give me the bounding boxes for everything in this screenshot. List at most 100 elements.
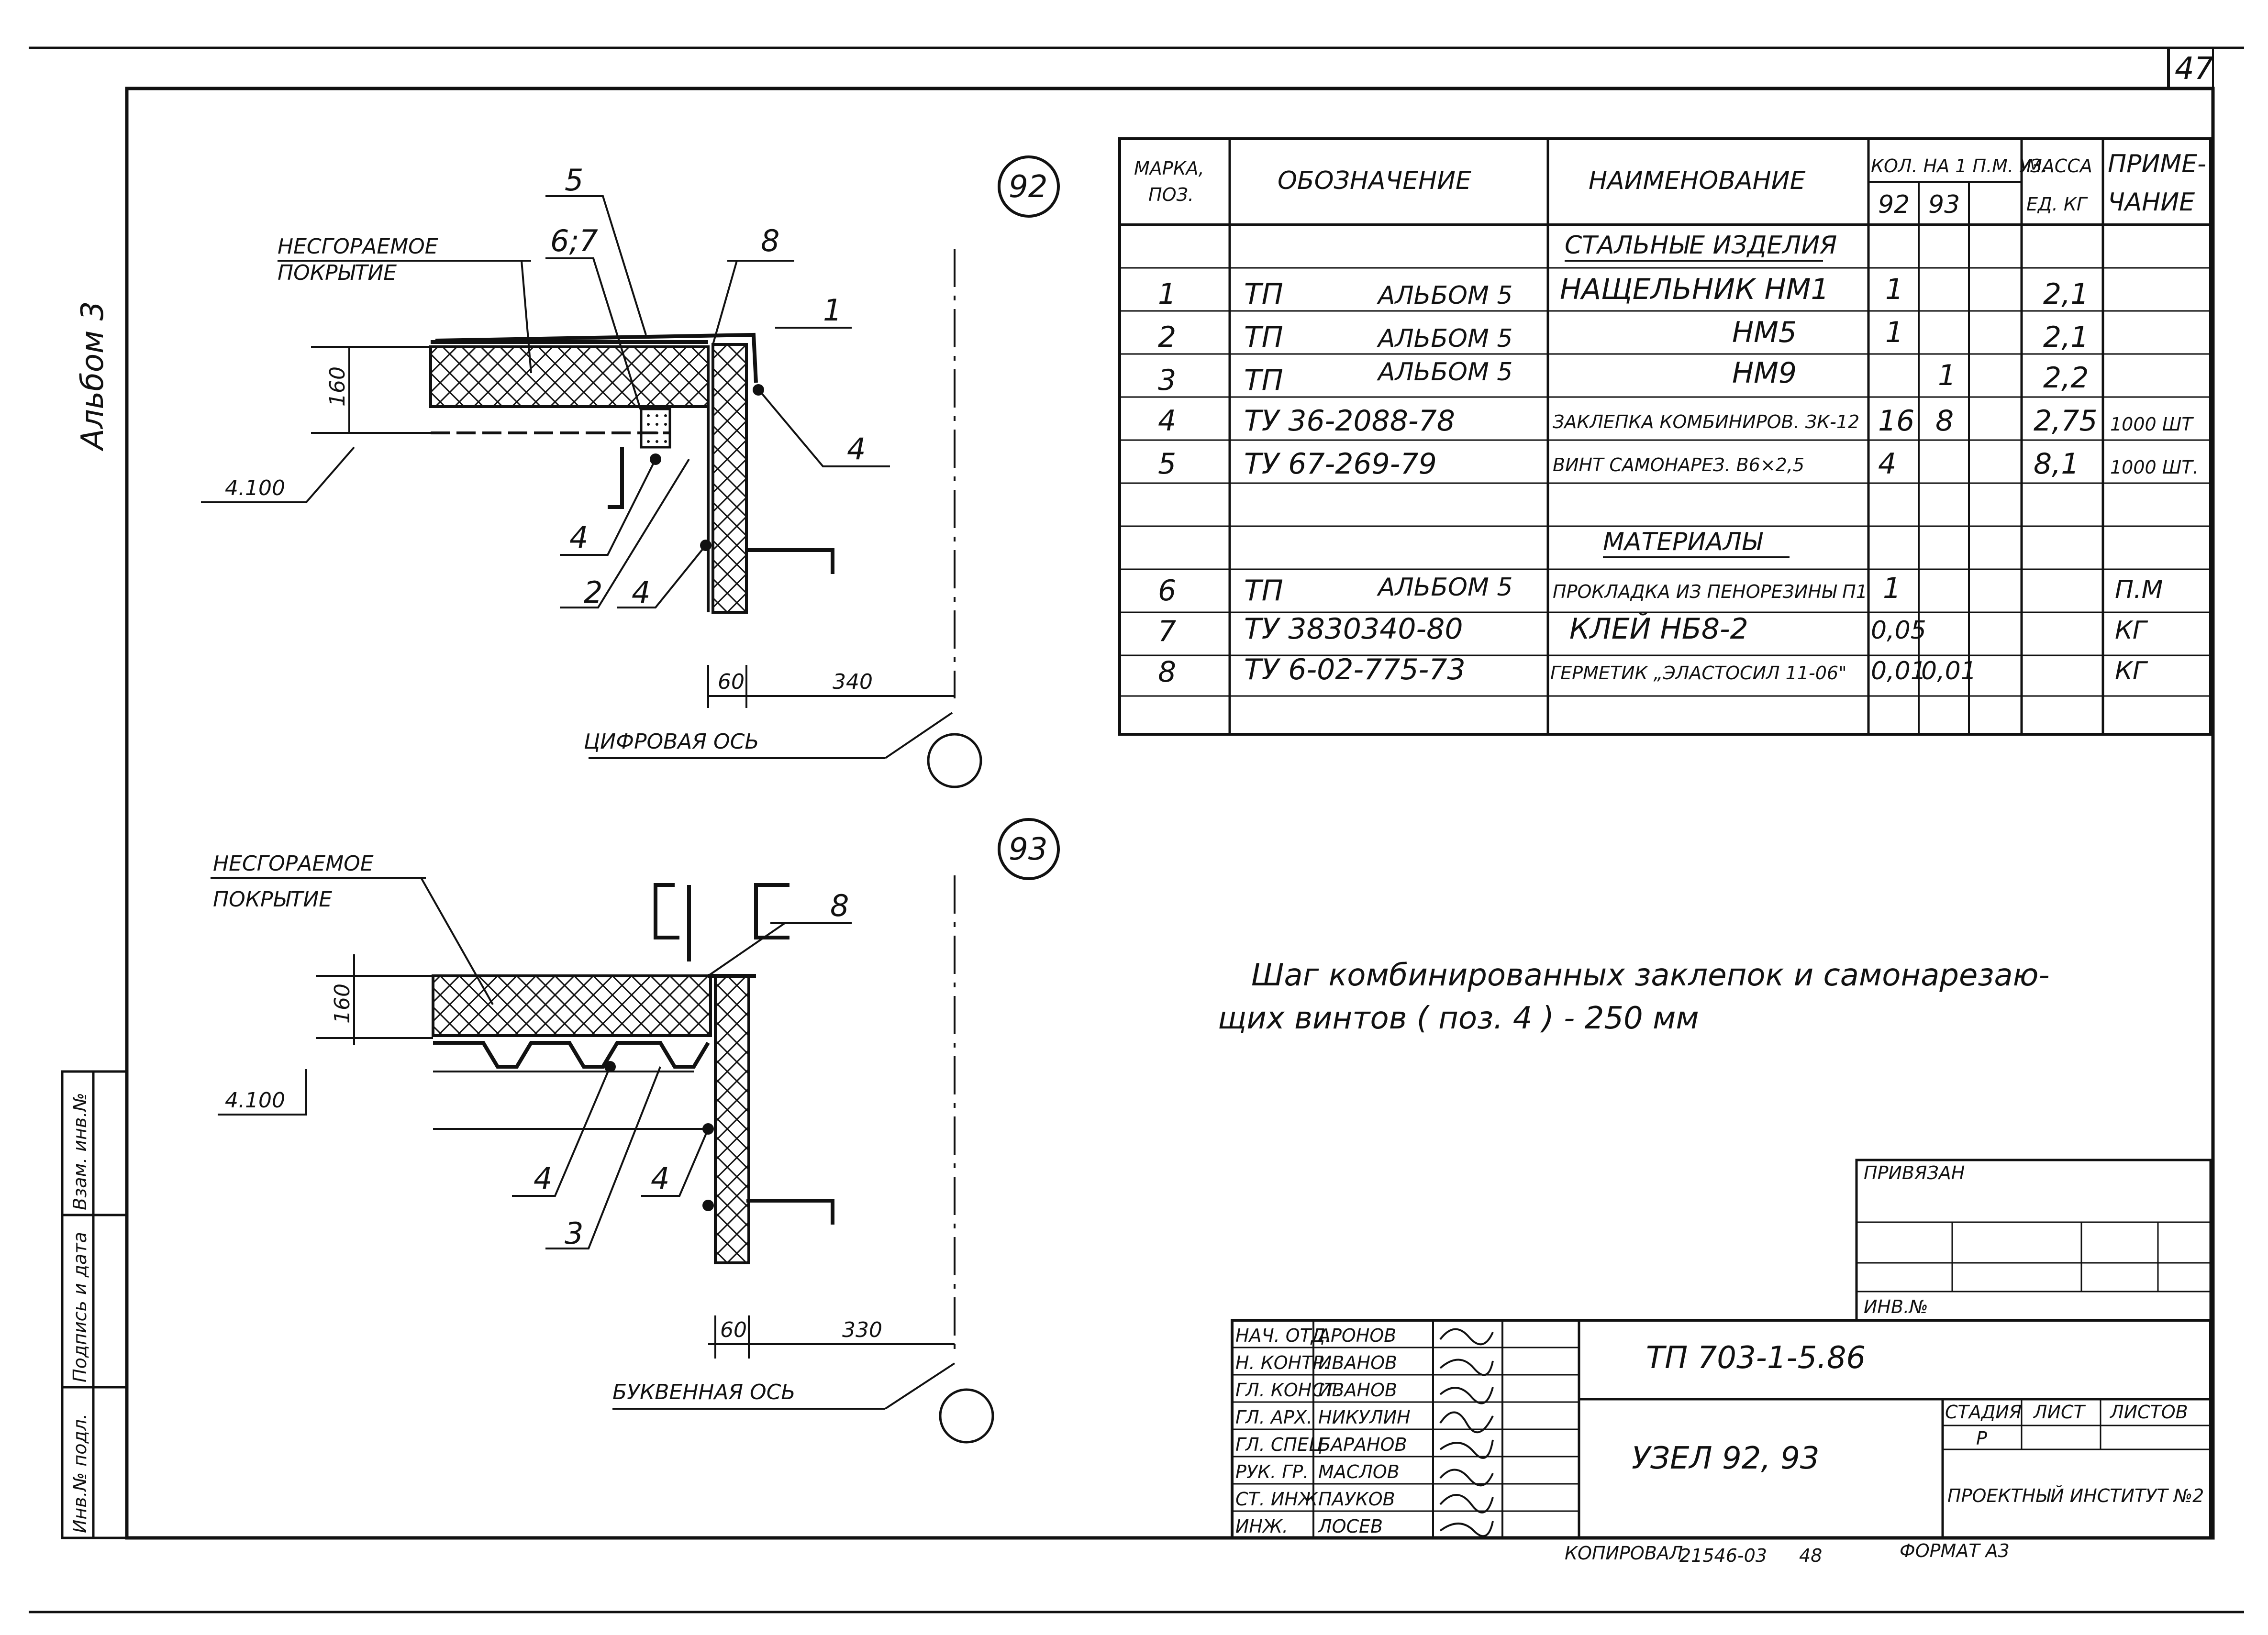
role: СТ. ИНЖ. <box>1235 1489 1323 1510</box>
node-93-callout-3: 3 <box>565 1216 583 1251</box>
name: ИВАНОВ <box>1318 1380 1397 1401</box>
table-row: 7 ТУ 3830340-80 КЛЕЙ НБ8-2 0,05 КГ <box>1158 612 2148 648</box>
cell-q92: 1 <box>1885 273 1903 306</box>
binding-title: ПРИВЯЗАН <box>1864 1162 1965 1183</box>
album-label: Альбом 3 <box>75 301 111 452</box>
role: НАЧ. ОТД. <box>1235 1325 1331 1346</box>
note-line-2: щих винтов ( поз. 4 ) - 250 мм <box>1218 1001 1699 1036</box>
node-92-callout-5: 5 <box>565 163 583 198</box>
node-93-callout-4-left: 4 <box>534 1161 552 1196</box>
col-header-note-2: ЧАНИЕ <box>2108 188 2195 217</box>
cell-name: ЗАКЛЕПКА КОМБИНИРОВ. ЗК-12 <box>1553 411 1859 432</box>
cell-pos: 1 <box>1158 277 1176 311</box>
footer-format: ФОРМАТ А3 <box>1900 1540 2010 1561</box>
flashing-92 <box>435 332 758 383</box>
role: Н. КОНТР. <box>1235 1352 1329 1373</box>
cell-mass: 2,1 <box>2043 320 2089 354</box>
wall-panel-92 <box>712 343 748 614</box>
node-92-dim-right: 340 <box>833 670 873 694</box>
cell-pos: 6 <box>1158 574 1176 608</box>
node-92-covering-line2: ПОКРЫТИЕ <box>278 261 397 285</box>
col-header-qty-93: 93 <box>1928 190 1960 219</box>
gasket-92 <box>640 408 671 449</box>
node-92-callout-4-bottom: 4 <box>632 575 650 610</box>
col-header-mark-1: МАРКА, <box>1134 158 1204 179</box>
table-row: 6 ТП АЛЬБОМ 5 ПРОКЛАДКА ИЗ ПЕНОРЕЗИНЫ П1… <box>1158 572 2163 608</box>
cell-q92: 1 <box>1885 316 1903 349</box>
table-row: 1 ТП АЛЬБОМ 5 НАЩЕЛЬНИК НМ1 1 2,1 <box>1158 273 2089 311</box>
axis-marker-93 <box>939 1388 994 1444</box>
cell-mass: 2,2 <box>2043 361 2089 395</box>
section-materials: МАТЕРИАЛЫ <box>1603 528 1763 556</box>
node-93-axis-label: БУКВЕННАЯ ОСЬ <box>612 1380 796 1404</box>
cell-note: КГ <box>2115 616 2148 645</box>
node-92-number: 92 <box>1009 169 1047 205</box>
cell-name: ВИНТ САМОНАРЕЗ. В6×2,5 <box>1553 454 1804 475</box>
role: ИНЖ. <box>1235 1516 1288 1537</box>
table-row: 3 ТП АЛЬБОМ 5 НМ9 1 2,2 <box>1158 356 2089 397</box>
footer-num: 48 <box>1799 1545 1822 1566</box>
col-header-note-1: ПРИМЕ- <box>2108 150 2206 178</box>
cell-name: НМ9 <box>1732 356 1797 390</box>
node-92-callout-8: 8 <box>761 223 779 258</box>
node-93-callout-8: 8 <box>830 888 849 923</box>
cell-q93: 1 <box>1938 359 1956 392</box>
node-93-callout-4-right: 4 <box>651 1161 669 1196</box>
cell-doc: ТП <box>1244 277 1283 311</box>
col-header-mass-2: ЕД. КГ <box>2026 194 2088 215</box>
node-93-covering-line1: НЕСГОРАЕМОЕ <box>213 851 374 876</box>
node-93-detail: 93 160 4.100 60 330 БУКВЕННАЯ ОСЬ <box>211 818 1060 1444</box>
cell-name: КЛЕЙ НБ8-2 <box>1569 612 1748 646</box>
name: НИКУЛИН <box>1318 1407 1411 1428</box>
cell-note: П.М <box>2115 575 2163 604</box>
sheets-label: ЛИСТОВ <box>2109 1402 2188 1423</box>
cell-q92: 4 <box>1878 447 1896 481</box>
cell-q92: 1 <box>1883 572 1901 605</box>
node-92-axis-label: ЦИФРОВАЯ ОСЬ <box>584 729 759 754</box>
section-steel: СТАЛЬНЫЕ ИЗДЕЛИЯ <box>1565 231 1837 260</box>
node-93-covering-line2: ПОКРЫТИЕ <box>213 887 332 912</box>
node-92-callout-1: 1 <box>823 293 842 328</box>
wall-panel-93 <box>714 974 750 1264</box>
cell-mass: 2,1 <box>2043 277 2089 311</box>
cell-pos: 2 <box>1158 320 1176 354</box>
cell-mass: 8,1 <box>2034 447 2079 481</box>
cell-doc: ТУ 67-269-79 <box>1244 447 1437 481</box>
sheet-label: ЛИСТ <box>2033 1402 2086 1423</box>
side-stamp-inv: Инв.№ подл. <box>69 1414 90 1533</box>
sheet-frame <box>29 46 2244 1613</box>
node-93-dim-left: 60 <box>720 1318 747 1342</box>
node-93-dim-right: 330 <box>842 1318 882 1342</box>
name: АРОНОВ <box>1317 1325 1396 1346</box>
node-92-callout-4-left: 4 <box>569 520 588 555</box>
cell-note: 1000 ШТ. <box>2110 457 2199 478</box>
cell-q92: 0,05 <box>1871 616 1926 645</box>
table-row: 4 ТУ 36-2088-78 ЗАКЛЕПКА КОМБИНИРОВ. ЗК-… <box>1158 404 2194 438</box>
table-row: 5 ТУ 67-269-79 ВИНТ САМОНАРЕЗ. В6×2,5 4 … <box>1158 447 2199 481</box>
name: ЛОСЕВ <box>1317 1516 1383 1537</box>
col-header-qty-92: 92 <box>1878 190 1910 219</box>
node-93-number: 93 <box>1009 832 1047 867</box>
node-92-callout-4-right: 4 <box>847 431 866 466</box>
note-line-1: Шаг комбинированных заклепок и самонарез… <box>1251 958 2050 993</box>
spec-table-grid <box>1118 137 2212 736</box>
stage-value: Р <box>1976 1428 1987 1449</box>
organization: ПРОЕКТНЫЙ ИНСТИТУТ №2 <box>1947 1485 2204 1506</box>
name: ИВАНОВ <box>1318 1352 1397 1373</box>
axis-marker-92 <box>927 733 982 788</box>
node-92-callout-67: 6;7 <box>550 223 598 258</box>
stage-label: СТАДИЯ <box>1945 1402 2022 1423</box>
cell-doc: ТУ 3830340-80 <box>1244 612 1463 646</box>
table-row: 2 ТП АЛЬБОМ 5 НМ5 1 2,1 <box>1158 316 2089 354</box>
cell-pos: 5 <box>1158 447 1176 481</box>
node-92-detail: 92 160 4.100 60 340 ЦИФ <box>201 155 1060 788</box>
cell-q93: 8 <box>1935 404 1954 438</box>
roof-panel-93 <box>432 974 712 1037</box>
cell-q93: 0,01 <box>1921 657 1977 685</box>
node-92-covering-line1: НЕСГОРАЕМОЕ <box>278 234 438 259</box>
node-92-level: 4.100 <box>225 476 285 500</box>
node-92-circle <box>998 155 1060 218</box>
cell-name: ГЕРМЕТИК „ЭЛАСТОСИЛ 11-06" <box>1550 663 1847 684</box>
cell-q92: 16 <box>1878 404 1914 438</box>
sheet-title: УЗЕЛ 92, 93 <box>1632 1441 1820 1476</box>
